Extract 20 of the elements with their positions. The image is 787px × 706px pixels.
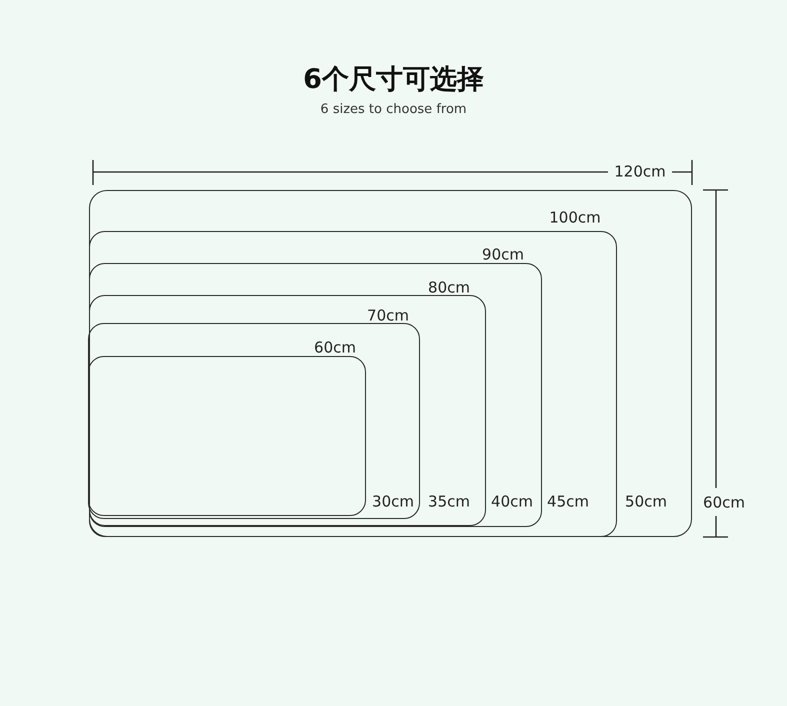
width-label: 90cm [482,248,524,262]
size-outline [88,323,420,520]
size-outline [88,230,617,537]
height-label: 30cm [372,494,414,510]
size-outline [89,263,542,528]
height-label: 60cm [703,496,745,510]
width-label: 100cm [549,210,601,226]
width-label: 60cm [314,340,356,356]
size-outline [89,190,692,537]
size-outline [88,294,486,526]
title: 6个尺寸可选择 [302,66,485,93]
height-label: 45cm [547,494,589,510]
subtitle: 6 sizes to choose from [319,103,468,116]
height-label: 40cm [491,494,533,510]
width-label: 120cm [614,164,666,180]
height-label: 35cm [428,494,470,510]
width-label: 80cm [428,280,470,296]
size-outline [88,356,366,516]
width-label: 70cm [367,308,409,324]
height-label: 50cm [625,494,667,510]
